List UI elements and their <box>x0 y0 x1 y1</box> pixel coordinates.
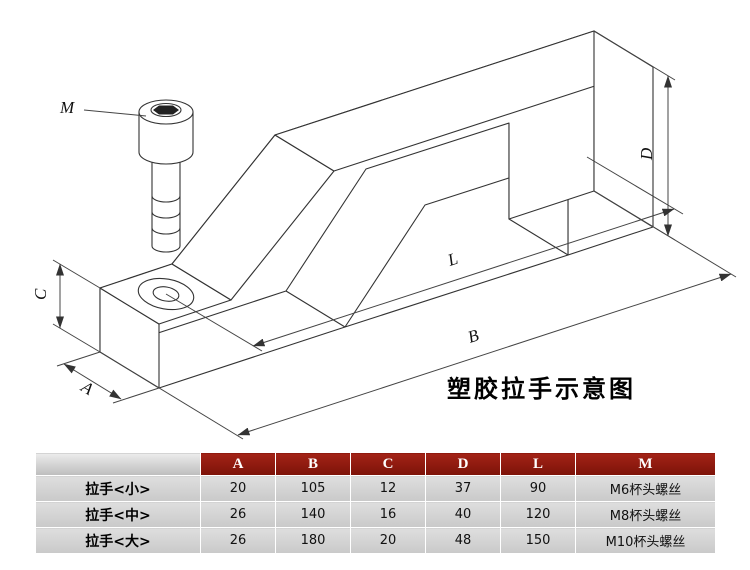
header-cell-corner <box>35 452 201 476</box>
cell-value: 140 <box>275 501 351 528</box>
extension-line-d-top <box>593 30 676 81</box>
table-row: 拉手<小> 20 105 12 37 90 M6杯头螺丝 <box>35 475 716 502</box>
screw-thread-line <box>151 227 181 235</box>
cell-value: 48 <box>425 527 501 554</box>
header-cell-c: C <box>350 452 426 476</box>
cell-value: M10杯头螺丝 <box>575 527 716 554</box>
dim-label-b: B <box>465 325 481 346</box>
cell-value: 180 <box>275 527 351 554</box>
cell-value: 12 <box>350 475 426 502</box>
dimension-line-b <box>237 273 732 436</box>
header-cell-l: L <box>500 452 576 476</box>
leader-line-m <box>83 109 147 117</box>
right-end-face <box>593 30 654 228</box>
extension-line-c-bottom <box>52 323 101 353</box>
dimension-line-a <box>63 363 122 400</box>
cell-value: 40 <box>425 501 501 528</box>
cell-value: 20 <box>350 527 426 554</box>
header-cell-m: M <box>575 452 716 476</box>
cell-value: 16 <box>350 501 426 528</box>
table-row: 拉手<大> 26 180 20 48 150 M10杯头螺丝 <box>35 527 716 554</box>
table-header-row: A B C D L M <box>35 452 716 476</box>
cell-value: 20 <box>200 475 276 502</box>
right-foot-bottom-back-edge <box>567 226 654 256</box>
header-cell-d: D <box>425 452 501 476</box>
header-cell-a: A <box>200 452 276 476</box>
cell-value: M6杯头螺丝 <box>575 475 716 502</box>
screw-thread-line <box>151 211 181 219</box>
cell-value: 37 <box>425 475 501 502</box>
extension-line-a-front <box>56 351 101 367</box>
table-row: 拉手<中> 26 140 16 40 120 M8杯头螺丝 <box>35 501 716 528</box>
dim-label-d: D <box>637 147 656 161</box>
handle-isometric-drawing: M D C A L B 塑胶拉手示意图 <box>31 30 737 440</box>
row-label: 拉手<小> <box>35 475 201 502</box>
screw-head-body <box>138 111 194 165</box>
row-label: 拉手<大> <box>35 527 201 554</box>
cell-value: 26 <box>200 527 276 554</box>
screw-thread-line <box>151 195 181 203</box>
extension-line-b-right <box>593 190 737 278</box>
row-label: 拉手<中> <box>35 501 201 528</box>
cell-value: 120 <box>500 501 576 528</box>
extension-line-l-right <box>586 156 684 215</box>
spec-table: A B C D L M 拉手<小> 20 105 12 37 90 M6杯头螺丝… <box>35 452 716 554</box>
extension-line-a-back <box>112 387 160 404</box>
opening-bottom-left-edge <box>285 290 346 328</box>
cell-value: M8杯头螺丝 <box>575 501 716 528</box>
cap-screw <box>138 99 194 253</box>
extension-line-b-left <box>99 351 244 440</box>
diagram-caption: 塑胶拉手示意图 <box>447 375 636 403</box>
foot-bottom-back-edge <box>158 326 346 389</box>
dim-label-a: A <box>77 377 97 399</box>
header-cell-b: B <box>275 452 351 476</box>
cell-value: 150 <box>500 527 576 554</box>
screw-hex-socket <box>153 105 179 115</box>
dim-label-c: C <box>31 288 50 300</box>
dim-label-m: M <box>59 98 75 117</box>
cell-value: 105 <box>275 475 351 502</box>
cell-value: 90 <box>500 475 576 502</box>
cell-value: 26 <box>200 501 276 528</box>
